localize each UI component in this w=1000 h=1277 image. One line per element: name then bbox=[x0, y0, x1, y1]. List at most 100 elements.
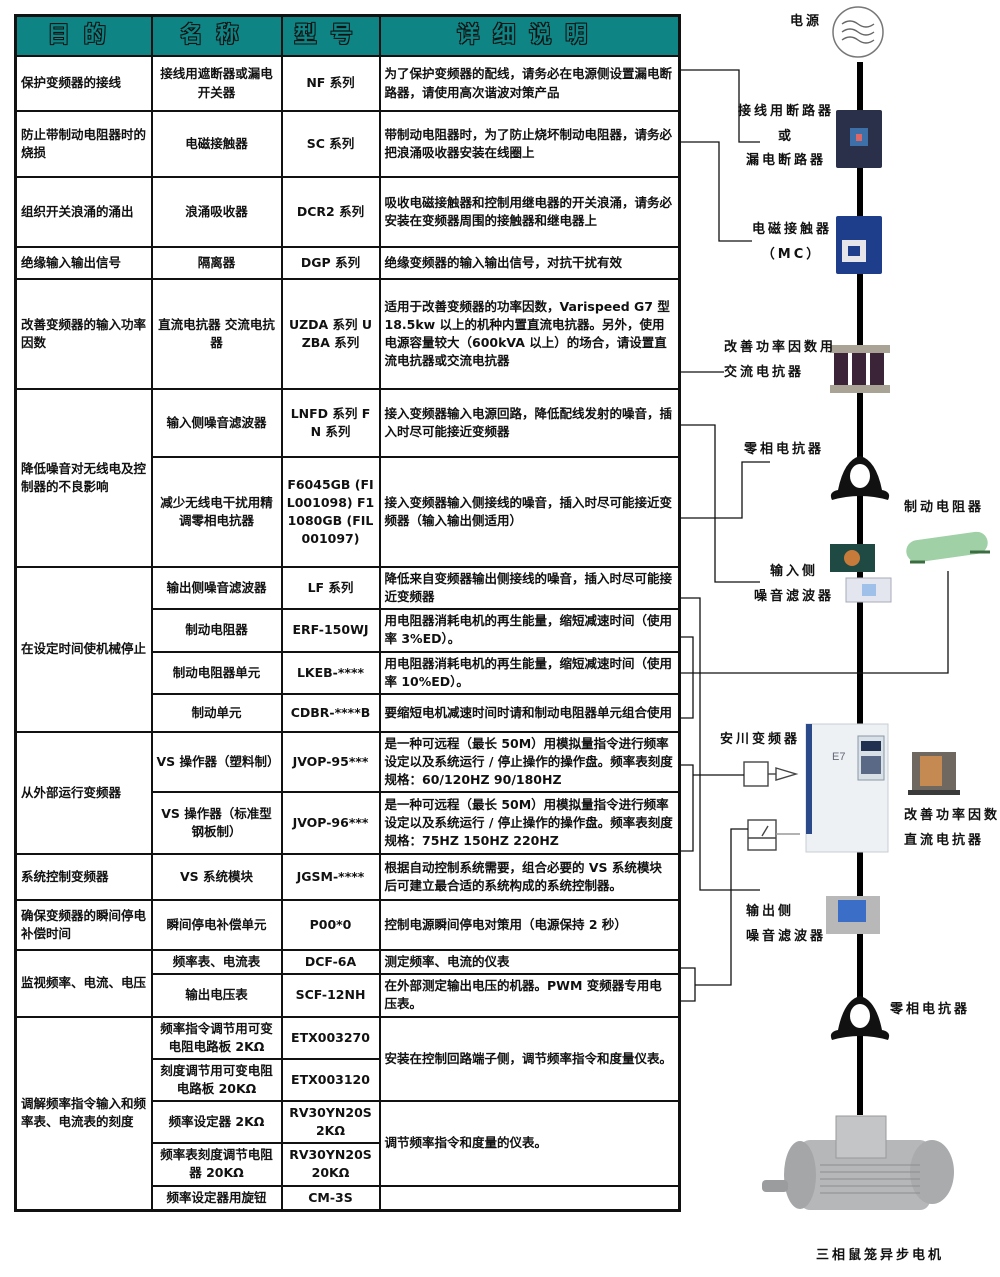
cell-model: CDBR-****B bbox=[280, 692, 381, 733]
header-purpose: 目的 bbox=[14, 14, 153, 57]
label-input-filter-line2: 噪音滤波器 bbox=[754, 588, 835, 604]
circuit-breaker-icon bbox=[836, 110, 882, 168]
operator-symbol-icon bbox=[743, 761, 799, 787]
cell-name: 瞬间停电补偿单元 bbox=[150, 899, 283, 952]
table-row: 减少无线电干扰用精调零相电抗器 F6045GB (FIL001098) F110… bbox=[16, 456, 681, 568]
power-source-icon bbox=[832, 6, 884, 58]
output-noise-filter-icon bbox=[826, 896, 880, 934]
label-output-filter: 输出侧 噪音滤波器 bbox=[746, 900, 826, 949]
cell-name: VS 系统模块 bbox=[150, 853, 283, 902]
cell-name: 频率设定器用旋钮 bbox=[150, 1184, 283, 1212]
table-row: 从外部运行变频器 VS 操作器（塑料制） JVOP-95*** 是一种可远程（最… bbox=[14, 730, 681, 856]
table-row: VS 操作器（标准型钢板制） JVOP-96*** 是一种可远程（最长 50M）… bbox=[16, 791, 681, 856]
cell-purpose: 在设定时间使机械停止 bbox=[14, 566, 153, 733]
table-row: 降低噪音对无线电及控制器的不良影响 输入侧噪音滤波器 LNFD 系列 FN 系列… bbox=[14, 388, 681, 568]
cell-model: NF 系列 bbox=[280, 55, 381, 112]
table-row: 刻度调节用可变电阻电路板 20KΩ ETX003120 bbox=[16, 1057, 680, 1103]
cell-model: RV30YN20S 2KΩ bbox=[280, 1099, 381, 1145]
cell-name: 频率表刻度调节电阻器 20KΩ bbox=[150, 1142, 283, 1187]
cell-model: ETX003270 bbox=[280, 1015, 381, 1060]
cell-name: 制动电阻器单元 bbox=[150, 650, 283, 695]
label-dc-reactor: 改善功率因数 直流电抗器 bbox=[904, 804, 1000, 853]
table-row: 频率设定器用旋钮 CM-3S bbox=[16, 1184, 681, 1212]
cell-name: 输出电压表 bbox=[150, 973, 283, 1018]
table-row: 保护变频器的接线 接线用遮断器或漏电开关器 NF 系列 为了保护变频器的配线，请… bbox=[14, 55, 681, 112]
cell-purpose: 确保变频器的瞬间停电补偿时间 bbox=[14, 899, 153, 952]
table-row: 制动电阻器 ERF-150WJ 用电阻器消耗电机的再生能量，缩短减速时间（使用率… bbox=[16, 608, 681, 653]
cell-model: JGSM-**** bbox=[280, 853, 381, 902]
label-input-filter-line1: 输入侧 bbox=[770, 564, 819, 579]
cell-name: 输入侧噪音滤波器 bbox=[150, 388, 283, 458]
cell-description: 吸收电磁接触器和控制用继电器的开关浪涌，请务必安装在变频器周围的接触器和继电器上 bbox=[378, 176, 681, 248]
cell-purpose: 改善变频器的输入功率因数 bbox=[14, 278, 153, 390]
cell-purpose: 从外部运行变频器 bbox=[14, 730, 153, 856]
cell-description: 为了保护变频器的配线，请务必在电源侧设置漏电断路器，请使用高次谐波对策产品 bbox=[378, 55, 681, 112]
label-motor: 三相鼠笼异步电机 bbox=[816, 1248, 945, 1263]
cell-model: P00*0 bbox=[280, 899, 381, 952]
cell-name: VS 操作器（塑料制） bbox=[150, 730, 283, 794]
cell-description: 接入变频器输入侧接线的噪音，插入时尽可能接近变频器（输入输出侧适用） bbox=[378, 456, 681, 568]
table-row: 系统控制变频器 VS 系统模块 JGSM-**** 根据自动控制系统需要，组合必… bbox=[14, 853, 681, 902]
cell-name: 输出侧噪音滤波器 bbox=[150, 565, 283, 611]
cell-model: F6045GB (FIL001098) F11080GB (FIL001097) bbox=[280, 456, 381, 568]
header-description: 详细说明 bbox=[378, 14, 681, 57]
cell-purpose: 降低噪音对无线电及控制器的不良影响 bbox=[14, 388, 153, 568]
cell-model: UZDA 系列 UZBA 系列 bbox=[280, 278, 381, 390]
cell-model: ERF-150WJ bbox=[280, 608, 381, 653]
label-breaker-line3: 漏电断路器 bbox=[746, 153, 827, 169]
input-noise-filter-icon bbox=[830, 544, 892, 603]
table-row: 监视频率、电流、电压 频率表、电流表 DCF-6A 测定频率、电流的仪表 bbox=[14, 949, 681, 1018]
cell-description: 用电阻器消耗电机的再生能量，缩短减速时间（使用率 10%ED）。 bbox=[378, 650, 681, 695]
braking-resistor-icon bbox=[906, 531, 990, 564]
cell-name: 直流电抗器 交流电抗器 bbox=[150, 278, 283, 390]
cell-description: 绝缘变频器的输入输出信号，对抗干扰有效 bbox=[378, 246, 681, 280]
label-contactor-line2: （MC） bbox=[761, 246, 823, 262]
table-row: 频率设定器 2KΩ RV30YN20S 2KΩ 调节频率指令和度量的仪表。 bbox=[16, 1099, 681, 1187]
zero-phase-reactor-output-icon bbox=[830, 996, 890, 1040]
table-row: 确保变频器的瞬间停电补偿时间 瞬间停电补偿单元 P00*0 控制电源瞬间停电对策… bbox=[14, 899, 681, 952]
cell-description: 降低来自变频器输出侧接线的噪音，插入时尽可能接近变频器 bbox=[378, 565, 681, 611]
cell-model: SCF-12NH bbox=[280, 973, 381, 1018]
table-header-row: 目的 名称 型号 详细说明 bbox=[14, 14, 681, 57]
cell-description: 是一种可远程（最长 50M）用模拟量指令进行频率设定以及系统运行 / 停止操作的… bbox=[378, 791, 681, 856]
cell-description: 测定频率、电流的仪表 bbox=[378, 949, 681, 976]
cell-name: 接线用遮断器或漏电开关器 bbox=[150, 55, 283, 112]
cell-model: RV30YN20S 20KΩ bbox=[280, 1142, 381, 1187]
cell-purpose: 防止带制动电阻器时的烧损 bbox=[14, 110, 153, 178]
label-breaker: 接线用断路器 或 漏电断路器 bbox=[738, 100, 834, 174]
motor-icon bbox=[762, 1115, 954, 1210]
table-row: 防止带制动电阻器时的烧损 电磁接触器 SC 系列 带制动电阻器时，为了防止烧坏制… bbox=[14, 110, 681, 178]
cell-name: 制动单元 bbox=[150, 692, 283, 733]
label-brake-resistor: 制动电阻器 bbox=[904, 500, 985, 515]
zero-phase-reactor-icon bbox=[830, 456, 890, 500]
cell-model: JVOP-95*** bbox=[280, 730, 381, 794]
table-row: 制动电阻器单元 LKEB-**** 用电阻器消耗电机的再生能量，缩短减速时间（使… bbox=[16, 650, 681, 695]
cell-model: LF 系列 bbox=[280, 565, 381, 611]
label-dc-reactor-line1: 改善功率因数 bbox=[904, 808, 1000, 823]
label-ac-reactor-line1: 改善功率因数用 bbox=[724, 340, 837, 355]
cell-description: 根据自动控制系统需要，组合必要的 VS 系统模块后可建立最合适的系统构成的系统控… bbox=[378, 853, 681, 902]
cell-description: 带制动电阻器时，为了防止烧坏制动电阻器，请务必把浪涌吸收器安装在线圈上 bbox=[378, 110, 681, 178]
cell-description: 是一种可远程（最长 50M）用模拟量指令进行频率设定以及系统运行 / 停止操作的… bbox=[378, 730, 681, 794]
cell-purpose: 组织开关浪涌的涌出 bbox=[14, 176, 153, 248]
connector-lines bbox=[681, 69, 949, 1002]
cell-purpose: 调解频率指令输入和频率表、电流表的刻度 bbox=[14, 1015, 153, 1212]
cell-purpose: 保护变频器的接线 bbox=[14, 55, 153, 112]
label-contactor: 电磁接触器 （MC） bbox=[752, 218, 832, 267]
cell-purpose: 绝缘输入输出信号 bbox=[14, 246, 153, 280]
header-model: 型号 bbox=[280, 14, 381, 57]
cell-model: ETX003120 bbox=[280, 1057, 381, 1103]
cell-description: 适用于改善变频器的功率因数，Varispeed G7 型 18.5kw 以上的机… bbox=[378, 278, 681, 390]
table-row: 输出电压表 SCF-12NH 在外部测定输出电压的机器。PWM 变频器专用电压表… bbox=[16, 973, 681, 1018]
label-contactor-line1: 电磁接触器 bbox=[752, 222, 833, 237]
label-ac-reactor-line2: 交流电抗器 bbox=[724, 364, 805, 380]
label-power: 电源 bbox=[790, 14, 823, 29]
cell-model: JVOP-96*** bbox=[280, 791, 381, 856]
cell-name: VS 操作器（标准型钢板制） bbox=[150, 791, 283, 856]
cell-model: DCR2 系列 bbox=[280, 176, 381, 248]
cell-name: 电磁接触器 bbox=[150, 110, 283, 178]
table-row: 改善变频器的输入功率因数 直流电抗器 交流电抗器 UZDA 系列 UZBA 系列… bbox=[14, 278, 681, 390]
cell-model: DCF-6A bbox=[280, 949, 381, 976]
cell-description: 要缩短电机减速时间时请和制动电阻器单元组合使用 bbox=[378, 692, 681, 733]
cell-model: DGP 系列 bbox=[280, 246, 381, 280]
